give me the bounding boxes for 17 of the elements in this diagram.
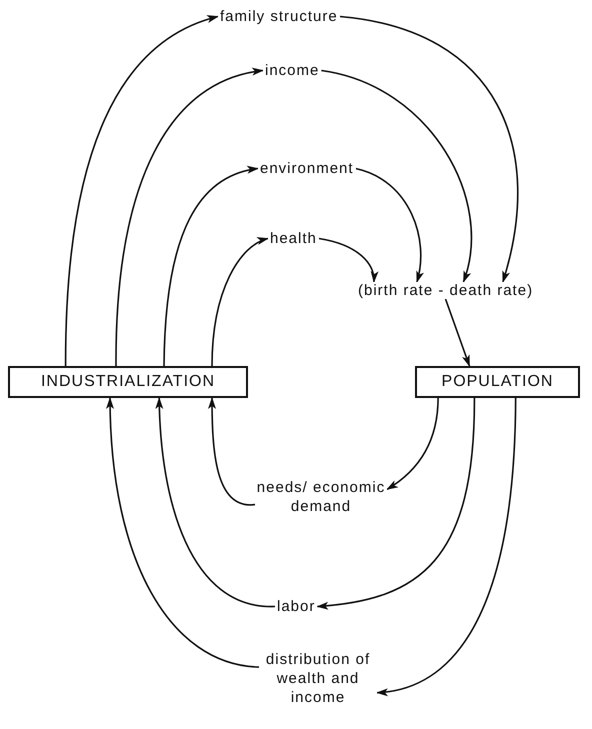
arrow: [106, 397, 260, 668]
arrow: [156, 397, 276, 608]
arrow: [64, 16, 219, 366]
concept-box: INDUSTRIALIZATION: [8, 366, 248, 398]
arrow: [340, 16, 518, 283]
arrow: [115, 68, 264, 366]
arrow: [386, 398, 439, 490]
arrow: [318, 238, 378, 283]
arrow: [163, 166, 259, 366]
arrow: [316, 398, 476, 610]
arrow: [376, 398, 516, 696]
arrow: [321, 70, 472, 283]
arrow: [355, 168, 424, 283]
arrow: [211, 238, 269, 366]
arrow: [208, 397, 255, 506]
arrow: [444, 298, 470, 367]
concept-box: POPULATION: [415, 366, 580, 398]
